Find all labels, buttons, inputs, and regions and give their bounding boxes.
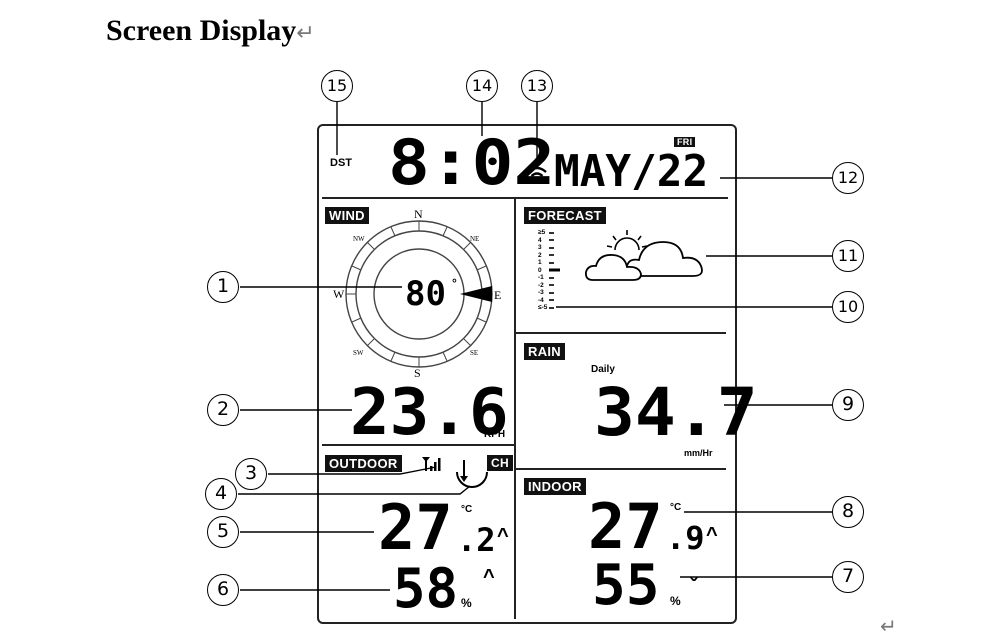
indoor-temp-int: 27 [588, 490, 663, 563]
center-divider [514, 199, 516, 619]
scale-tick: 1 [538, 259, 542, 266]
dst-indicator: DST [330, 157, 352, 169]
channel-label: CH [487, 455, 513, 471]
return-mark: ↵ [296, 21, 315, 46]
callout-10: 10 [832, 291, 864, 323]
indoor-humidity: 55 [592, 553, 660, 618]
scale-tick: -4 [538, 296, 544, 304]
wind-direction-degree: ° [452, 276, 457, 290]
wind-compass [340, 207, 500, 382]
wind-label: WIND [325, 207, 369, 224]
scale-tick: ≤-5 [538, 304, 548, 311]
callout-5: 5 [207, 516, 239, 548]
outdoor-humidity-unit: % [461, 596, 472, 610]
scale-tick: 4 [538, 236, 542, 244]
scale-tick: 2 [538, 251, 542, 259]
scale-tick: 0 [538, 266, 542, 274]
compass-ne: NE [470, 235, 480, 243]
scale-tick: -3 [538, 289, 544, 296]
time-display: 8:02 [388, 126, 556, 199]
indoor-label: INDOOR [524, 478, 586, 495]
callout-6: 6 [207, 574, 239, 606]
indoor-humidity-unit: % [670, 594, 681, 608]
partly-cloudy-icon [583, 228, 713, 291]
heading-text: Screen Display [106, 14, 297, 47]
callout-2: 2 [207, 394, 239, 426]
scale-tick: ≥5 [538, 229, 546, 236]
callout-3: 3 [235, 458, 267, 490]
rain-period: Daily [591, 364, 615, 375]
callout-15: 15 [321, 70, 353, 102]
outdoor-humidity: 58 [393, 557, 459, 620]
forecast-label: FORECAST [524, 207, 606, 224]
compass-n: N [414, 207, 423, 221]
callout-4: 4 [205, 478, 237, 510]
compass-sw: SW [353, 349, 364, 357]
callout-8: 8 [832, 496, 864, 528]
rain-label: RAIN [524, 343, 565, 360]
compass-se: SE [470, 349, 479, 357]
callout-7: 7 [832, 561, 864, 593]
callout-12: 12 [832, 162, 864, 194]
lcd-panel [317, 124, 737, 624]
forecast-rain-divider [516, 332, 726, 334]
indoor-temp-dec: .9 [666, 519, 705, 557]
rain-indoor-divider [516, 468, 726, 470]
heading: Screen Display↵ [106, 14, 315, 48]
end-return-mark: ↵ [880, 614, 897, 638]
callout-9: 9 [832, 389, 864, 421]
indoor-temp-trend-icon: ^ [706, 524, 718, 546]
compass-e: E [494, 288, 502, 302]
wind-direction-pointer [460, 286, 492, 302]
wind-outdoor-divider [322, 444, 514, 446]
callout-13: 13 [521, 70, 553, 102]
callout-14: 14 [466, 70, 498, 102]
top-divider [322, 197, 728, 199]
outdoor-label: OUTDOOR [325, 455, 402, 472]
forecast-scale: ≥5 4 3 2 1 0 -1 -2 -3 -4 ≤-5 [538, 229, 547, 312]
scale-tick: -2 [538, 281, 544, 289]
indoor-temp-unit: °C [670, 502, 682, 513]
outdoor-temp-int: 27 [378, 491, 453, 564]
outdoor-temp-unit: °C [461, 504, 473, 515]
wind-direction-value: 80 [405, 274, 446, 314]
channel-scroll-icon [454, 458, 490, 497]
scale-tick: -1 [538, 274, 544, 281]
compass-w: W [333, 287, 345, 301]
rain-unit: mm/Hr [684, 448, 713, 458]
forecast-scale-bars [548, 229, 562, 322]
scale-tick: 3 [538, 244, 542, 251]
callout-11: 11 [832, 240, 864, 272]
rain-value: 34.7 [594, 374, 758, 451]
wifi-icon [525, 162, 549, 191]
date-display: MAY/22 [554, 146, 709, 197]
compass-nw: NW [353, 235, 365, 243]
wind-speed-value: 23.6 [350, 376, 509, 450]
day-of-week: FRI [674, 137, 696, 147]
outdoor-temp-trend-icon: ^ [497, 525, 509, 547]
outdoor-temp-dec: .2 [457, 521, 496, 559]
outdoor-humidity-trend-icon: ^ [483, 566, 495, 588]
compass-s: S [414, 366, 421, 380]
indoor-humidity-trend-icon: ˇ [690, 574, 698, 599]
callout-1: 1 [207, 271, 239, 303]
wind-speed-unit: KPH [484, 429, 506, 440]
